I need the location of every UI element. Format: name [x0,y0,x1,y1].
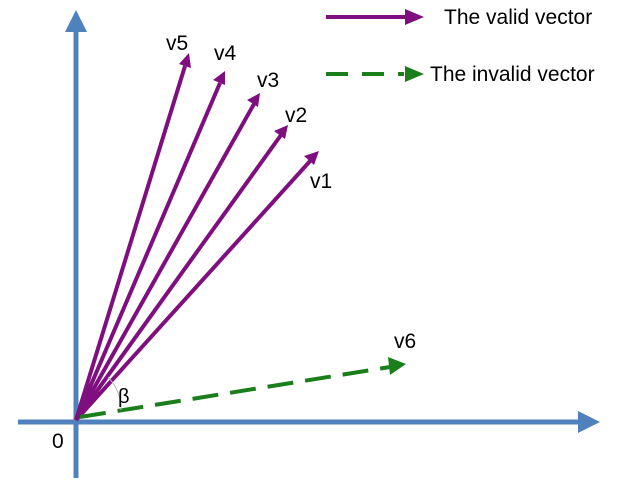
vector-v5-label: v5 [166,32,188,55]
vector-v3-arrowhead [247,93,260,107]
angle-beta-label: β [118,386,130,408]
legend-valid-arrowhead [405,9,424,25]
legend-invalid-label: The invalid vector [430,63,595,86]
vector-v1-arrowhead [304,151,319,165]
vector-v3-label: v3 [257,69,279,92]
legend-invalid-arrowhead [405,66,424,82]
legend: The valid vector The invalid vector [326,6,595,86]
y-axis-arrowhead [65,10,87,32]
invalid-vectors [79,357,406,419]
vector-v6-label: v6 [394,330,416,353]
vector-v5-arrowhead [179,53,191,68]
vector-v2 [74,133,283,422]
vector-v1-label: v1 [310,170,332,193]
x-axis-arrowhead [578,411,600,433]
valid-vectors [74,53,319,422]
vector-v4-label: v4 [214,42,237,65]
vector-v4 [74,82,222,421]
vector-v6 [79,365,391,419]
origin-label: 0 [52,430,64,453]
angle-arc [107,376,122,411]
vector-v6-arrowhead [388,357,406,375]
vector-v2-label: v2 [285,104,307,127]
vector-v5 [74,65,187,421]
vector-v4-arrowhead [213,71,225,85]
vector-v2-arrowhead [274,125,288,139]
vector-v1 [74,158,313,422]
vector-v3 [74,103,256,421]
axes [18,10,600,478]
legend-valid-label: The valid vector [444,6,592,29]
